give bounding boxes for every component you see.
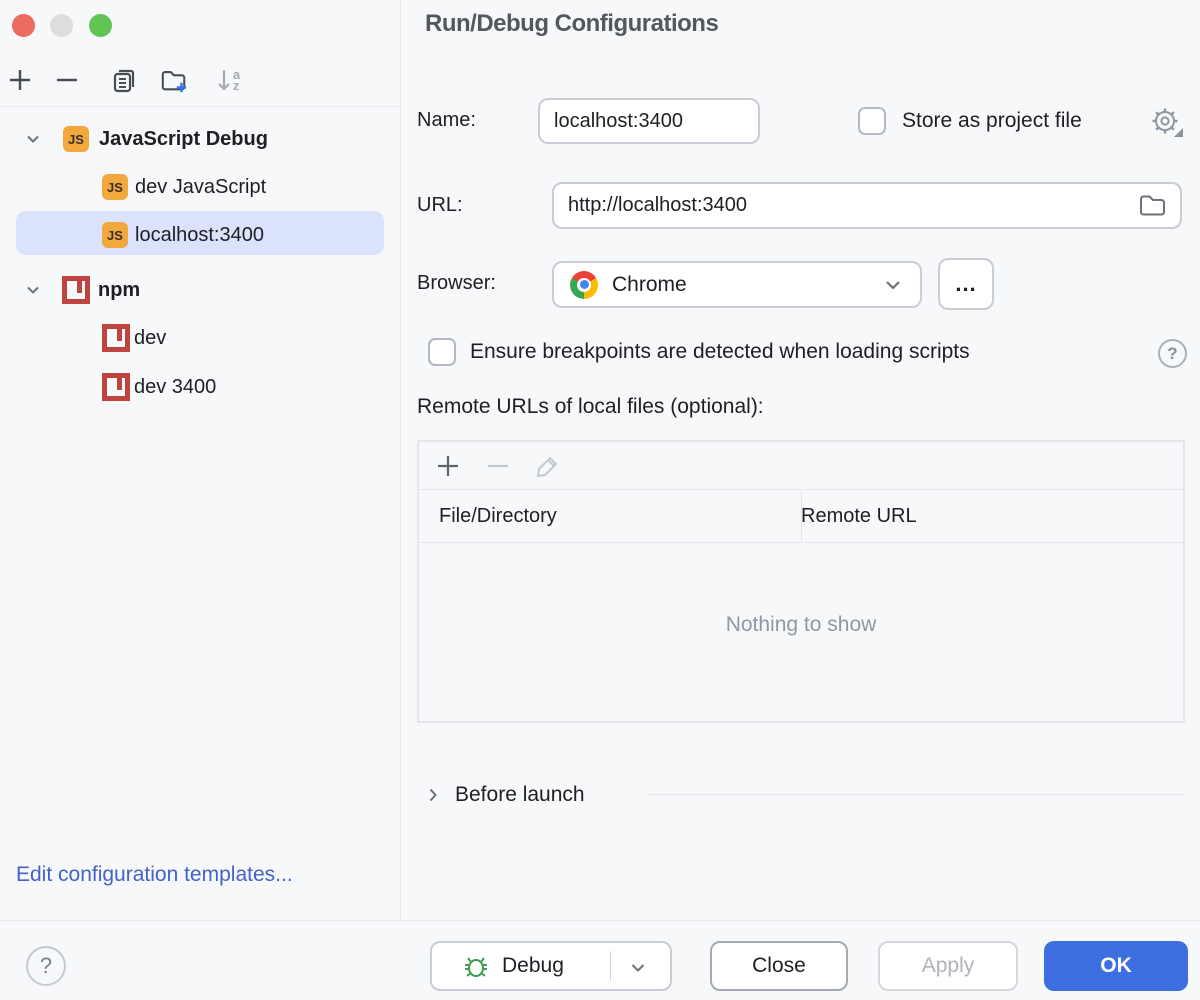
bug-icon [462,952,490,980]
window-zoom-button[interactable] [89,14,112,37]
table-toolbar [419,442,1183,490]
ensure-breakpoints-label: Ensure breakpoints are detected when loa… [470,340,970,363]
ok-button[interactable]: OK [1044,941,1188,991]
table-header-remote-url[interactable]: Remote URL [801,505,917,527]
table-add-icon[interactable] [435,453,461,479]
chrome-icon [570,270,598,299]
table-remove-icon [485,453,511,479]
browser-select[interactable]: Chrome [552,261,922,308]
new-folder-icon[interactable] [160,66,188,94]
debug-split-divider [610,951,611,981]
help-question-icon[interactable]: ? [1158,339,1187,368]
sidebar-divider [400,0,401,920]
remove-configuration-icon[interactable] [53,66,81,94]
before-launch-label[interactable]: Before launch [455,783,585,806]
name-input[interactable] [538,98,760,144]
table-edit-icon [535,453,561,479]
before-launch-divider [648,794,1185,795]
tree-selection-highlight [16,211,384,255]
browser-select-value: Chrome [612,272,687,296]
debug-button-label: Debug [502,954,564,977]
add-configuration-icon[interactable] [6,66,34,94]
toolbar-divider [0,106,400,107]
apply-button: Apply [878,941,1018,991]
tree-item-npm-dev-3400[interactable]: dev 3400 [0,363,400,411]
edit-configuration-templates-link[interactable]: Edit configuration templates... [16,863,293,886]
remote-urls-table: File/Directory Remote URL Nothing to sho… [417,440,1185,723]
chevron-down-icon [882,274,904,296]
dialog-title: Run/Debug Configurations [425,10,719,37]
store-as-project-file-label: Store as project file [902,109,1082,132]
remote-urls-label: Remote URLs of local files (optional): [417,395,764,418]
tree-item-dev-javascript[interactable]: JS dev JavaScript [0,163,400,211]
footer-divider [0,920,1200,921]
copy-configuration-icon[interactable] [110,66,138,94]
chevron-down-icon[interactable] [24,281,42,299]
gear-dropdown-triangle [1174,128,1183,137]
table-empty-message: Nothing to show [725,613,877,636]
browser-label: Browser: [417,272,496,294]
chevron-down-icon[interactable] [24,130,42,148]
help-button[interactable]: ? [26,946,66,986]
browser-more-button[interactable]: ... [938,258,994,310]
table-header-file-directory[interactable]: File/Directory [439,505,557,527]
npm-icon [102,324,130,352]
gear-icon[interactable] [1150,106,1183,137]
javascript-icon: JS [63,126,89,152]
tree-item-localhost-3400[interactable]: JS localhost:3400 [0,211,400,259]
tree-item-npm-dev[interactable]: dev [0,314,400,362]
ensure-breakpoints-checkbox[interactable] [428,338,456,366]
javascript-icon: JS [102,174,128,200]
name-label: Name: [417,109,476,131]
table-column-divider [801,491,802,543]
debug-button[interactable]: Debug [430,941,672,991]
debug-dropdown-chevron-icon[interactable] [628,958,648,978]
store-as-project-file-checkbox[interactable] [858,107,886,135]
tree-item-javascript-debug-group[interactable]: JS JavaScript Debug [0,115,400,163]
tree-item-npm-group[interactable]: npm [0,266,400,314]
npm-icon [62,276,90,304]
url-label: URL: [417,194,463,216]
browse-folder-icon[interactable] [1138,192,1166,223]
window-close-button[interactable] [12,14,35,37]
close-button[interactable]: Close [710,941,848,991]
npm-icon [102,373,130,401]
before-launch-chevron-right-icon[interactable] [424,786,442,804]
url-input[interactable] [552,182,1182,229]
javascript-icon: JS [102,222,128,248]
window-minimize-button[interactable] [50,14,73,37]
